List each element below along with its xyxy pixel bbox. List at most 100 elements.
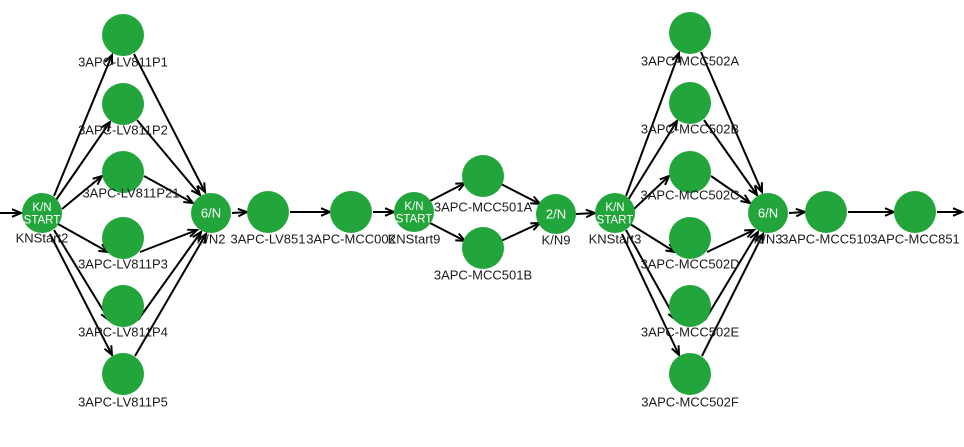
node-lv811p5[interactable] bbox=[102, 353, 144, 395]
node-caption-mcc501a: 3APC-MCC501A bbox=[434, 199, 533, 214]
node-shape-kn2[interactable] bbox=[191, 193, 231, 233]
edge-mcc502c-to-kn3 bbox=[710, 175, 753, 205]
edge-lv811p2-to-kn2 bbox=[136, 119, 202, 197]
node-shape-lv811p5[interactable] bbox=[102, 353, 144, 395]
node-kn9[interactable]: 2/N bbox=[536, 194, 576, 234]
edge-knstart2-to-lv811p1 bbox=[53, 52, 114, 197]
node-shape-lv811p1[interactable] bbox=[102, 14, 144, 56]
node-kn2[interactable]: 6/N bbox=[191, 193, 231, 233]
edge-lv811p1-to-kn2 bbox=[133, 53, 207, 195]
edge-knstart3-to-mcc502c bbox=[633, 174, 671, 210]
edge-lv811p3-to-kn2 bbox=[139, 228, 200, 253]
edge-mcc501b-to-kn9 bbox=[500, 221, 543, 242]
node-shape-mcc002[interactable] bbox=[330, 191, 372, 233]
edge-kn9-to-knstart3 bbox=[575, 208, 598, 219]
edge-knstart3-to-mcc502a bbox=[625, 50, 681, 197]
node-caption-mcc502a: 3APC-MCC502A bbox=[641, 53, 740, 68]
node-shape-kn3[interactable] bbox=[748, 193, 788, 233]
node-shape-lv811p3[interactable] bbox=[102, 217, 144, 259]
node-caption-lv811p21: 3APC-LV811P21 bbox=[82, 185, 179, 200]
edge-knstart2-to-lv811p5 bbox=[49, 233, 114, 358]
node-mcc002[interactable] bbox=[330, 191, 372, 233]
node-shape-mcc502d[interactable] bbox=[669, 217, 711, 259]
node-shape-mcc502b[interactable] bbox=[669, 82, 711, 124]
node-lv811p4[interactable] bbox=[102, 285, 144, 327]
node-inner-label-kn3: 6/N bbox=[758, 205, 778, 220]
node-shape-kn9[interactable] bbox=[536, 194, 576, 234]
edge-knstart2-to-lv811p21 bbox=[61, 174, 104, 210]
edge-mcc510-to-mcc851 bbox=[848, 207, 897, 217]
node-mcc502d[interactable] bbox=[669, 217, 711, 259]
node-shape-mcc501b[interactable] bbox=[462, 227, 504, 269]
node-mcc502b[interactable] bbox=[669, 82, 711, 124]
edge-layer bbox=[0, 50, 964, 358]
edge-mcc851-to-exit_right bbox=[937, 207, 964, 217]
node-caption-mcc502e: 3APC-MCC502E bbox=[641, 324, 740, 339]
node-mcc502f[interactable] bbox=[669, 353, 711, 395]
node-shape-mcc502e[interactable] bbox=[669, 285, 711, 327]
node-caption-lv811p3: 3APC-LV811P3 bbox=[78, 256, 168, 271]
node-caption-knstart2: KNStart2 bbox=[16, 230, 69, 245]
node-mcc851[interactable] bbox=[894, 191, 936, 233]
node-caption-lv811p2: 3APC-LV811P2 bbox=[78, 122, 168, 137]
node-lv811p3[interactable] bbox=[102, 217, 144, 259]
node-mcc502a[interactable] bbox=[669, 12, 711, 54]
edge-knstart2-to-lv811p2 bbox=[55, 119, 112, 201]
node-lv811p1[interactable] bbox=[102, 14, 144, 56]
node-caption-mcc851: 3APC-MCC851 bbox=[870, 231, 960, 246]
node-caption-mcc502c: 3APC-MCC502C bbox=[641, 187, 740, 202]
node-caption-mcc502d: 3APC-MCC502D bbox=[641, 256, 740, 271]
node-inner-label-kn9: 2/N bbox=[546, 206, 566, 221]
node-shape-mcc851[interactable] bbox=[894, 191, 936, 233]
node-shape-mcc501a[interactable] bbox=[462, 155, 504, 197]
node-shape-lv851[interactable] bbox=[247, 191, 289, 233]
node-caption-lv851: 3APC-LV851 bbox=[231, 231, 306, 246]
node-caption-kn2: K/N2 bbox=[197, 231, 226, 246]
node-mcc501b[interactable] bbox=[462, 227, 504, 269]
node-mcc510[interactable] bbox=[805, 191, 847, 233]
node-shape-mcc502a[interactable] bbox=[669, 12, 711, 54]
node-shape-knstart2[interactable] bbox=[22, 193, 62, 233]
node-shape-lv811p4[interactable] bbox=[102, 285, 144, 327]
node-mcc502e[interactable] bbox=[669, 285, 711, 327]
node-shape-lv811p2[interactable] bbox=[102, 83, 144, 125]
node-caption-kn3: K/N3 bbox=[754, 231, 783, 246]
node-lv811p2[interactable] bbox=[102, 83, 144, 125]
node-caption-lv811p1: 3APC-LV811P1 bbox=[78, 54, 168, 69]
node-shape-lv811p21[interactable] bbox=[102, 151, 144, 193]
edge-mcc002-to-knstart9 bbox=[373, 207, 397, 217]
edge-knstart9-to-mcc501a bbox=[429, 181, 468, 202]
node-inner-label-kn2: 6/N bbox=[201, 205, 221, 220]
edge-knstart3-to-mcc502b bbox=[627, 118, 679, 201]
node-shape-mcc502c[interactable] bbox=[669, 151, 711, 193]
edge-knstart3-to-mcc502f bbox=[621, 233, 681, 358]
node-caption-knstart3: KNStart3 bbox=[589, 231, 642, 246]
node-shape-knstart9[interactable] bbox=[394, 192, 434, 232]
node-shape-mcc502f[interactable] bbox=[669, 353, 711, 395]
node-caption-lv811p5: 3APC-LV811P5 bbox=[78, 394, 168, 409]
node-mcc501a[interactable] bbox=[462, 155, 504, 197]
edge-mcc502f-to-kn3 bbox=[701, 231, 765, 357]
node-mcc502c[interactable] bbox=[669, 151, 711, 193]
node-shape-mcc510[interactable] bbox=[805, 191, 847, 233]
node-kn3[interactable]: 6/N bbox=[748, 193, 788, 233]
node-caption-kn9: K/N9 bbox=[542, 232, 571, 247]
edge-mcc502d-to-kn3 bbox=[706, 228, 757, 253]
edge-lv811p4-to-kn2 bbox=[137, 229, 203, 321]
node-caption-mcc002: 3APC-MCC002 bbox=[306, 231, 396, 246]
node-caption-mcc502b: 3APC-MCC502B bbox=[641, 121, 739, 136]
edge-mcc502e-to-kn3 bbox=[704, 229, 760, 321]
node-shape-knstart3[interactable] bbox=[595, 193, 635, 233]
node-caption-lv811p4: 3APC-LV811P4 bbox=[78, 324, 168, 339]
node-lv811p21[interactable] bbox=[102, 151, 144, 193]
node-lv851[interactable] bbox=[247, 191, 289, 233]
